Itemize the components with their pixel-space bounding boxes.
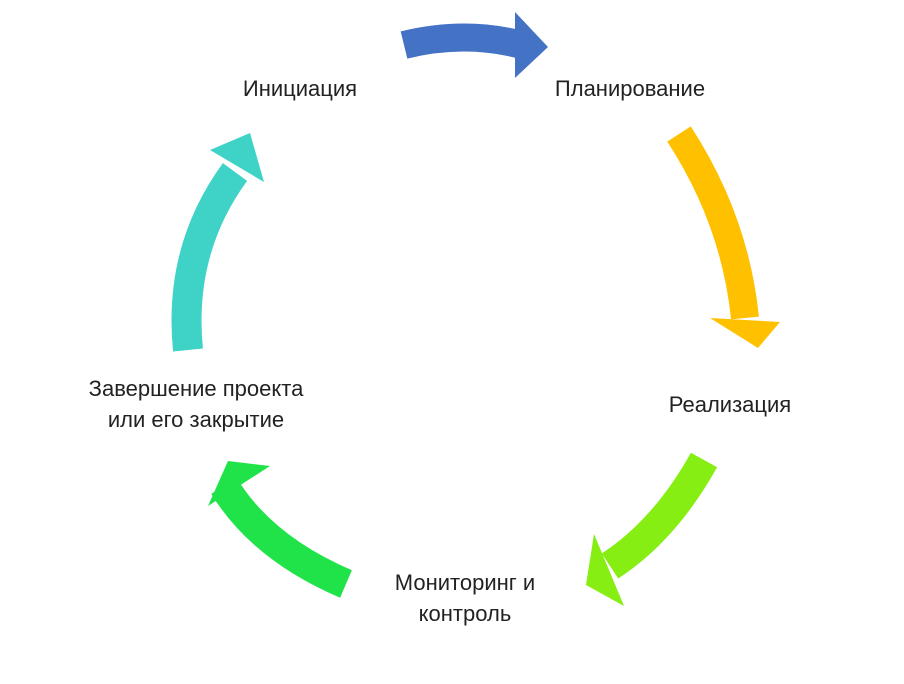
stage-monitoring-line1: Мониторинг и [394, 570, 536, 595]
stage-implementation-label: Реализация [668, 392, 792, 417]
arrow-implementation-to-monitoring [586, 452, 718, 606]
stage-closure-line2: или его закрытие [107, 407, 285, 432]
arrow-monitoring-to-closure [208, 461, 352, 598]
arrow-planning-to-implementation [667, 126, 780, 348]
stage-closure-line1: Завершение проекта [88, 376, 304, 401]
stage-planning-label: Планирование [554, 76, 706, 101]
arrow-closure-to-initiation [171, 133, 264, 352]
arrow-initiation-to-planning [400, 12, 548, 78]
stage-monitoring-line2: контроль [418, 601, 512, 626]
stage-closure-label: Завершение проекта или его закрытие [89, 373, 304, 435]
stage-monitoring-label: Мониторинг и контроль [395, 567, 535, 629]
stage-initiation-label: Инициация [242, 76, 358, 101]
